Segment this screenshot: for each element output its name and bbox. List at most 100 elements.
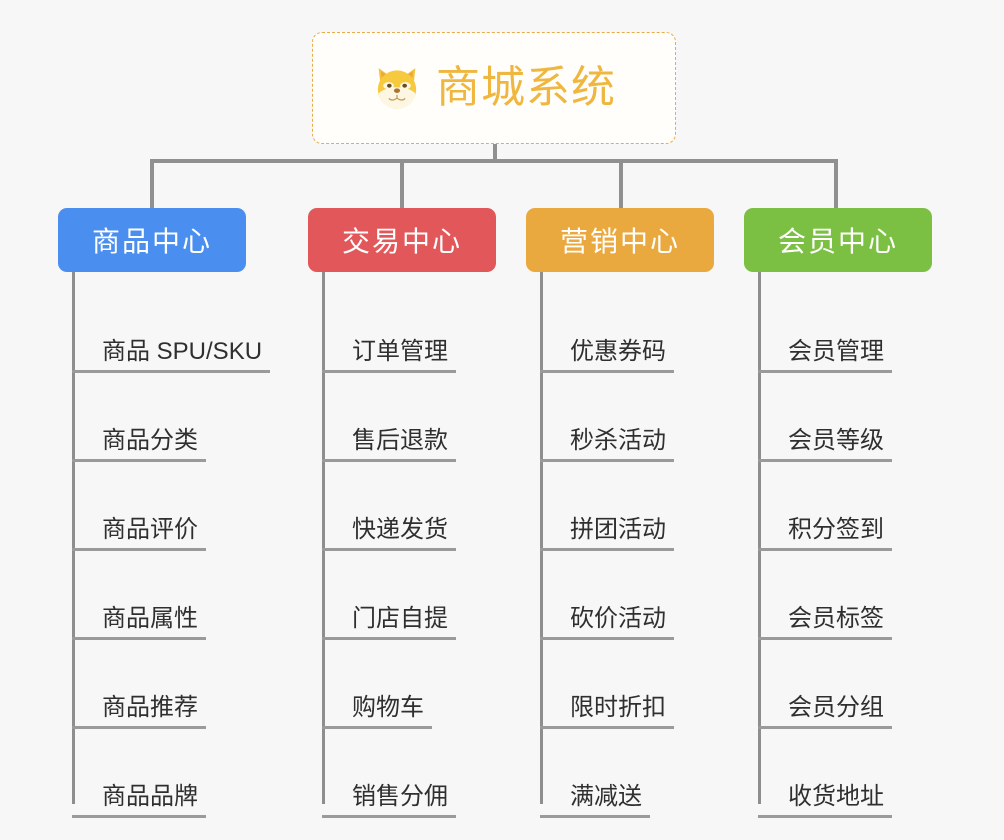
category-label: 会员中心	[777, 226, 898, 257]
list-item[interactable]: 会员分组	[758, 640, 932, 729]
leaf-rule	[540, 548, 674, 551]
list-item[interactable]: 商品 SPU/SKU	[72, 284, 270, 373]
leaf-label: 购物车	[352, 694, 424, 721]
leaf-rule	[758, 815, 892, 818]
leaf-rule	[758, 548, 892, 551]
leaf-list-product: 商品 SPU/SKU 商品分类 商品评价 商品属性 商品推荐 商品品牌	[72, 272, 270, 818]
leaf-rule	[758, 637, 892, 640]
leaf-rule	[758, 726, 892, 729]
leaf-rule	[322, 548, 456, 551]
leaf-label: 优惠券码	[570, 338, 666, 365]
leaf-label: 商品评价	[102, 516, 198, 543]
leaf-rule	[322, 370, 456, 373]
list-item[interactable]: 购物车	[322, 640, 496, 729]
list-item[interactable]: 订单管理	[322, 284, 496, 373]
leaf-label: 门店自提	[352, 605, 448, 632]
leaf-rule	[540, 370, 674, 373]
list-item[interactable]: 会员管理	[758, 284, 932, 373]
list-item[interactable]: 商品分类	[72, 373, 266, 462]
list-item[interactable]: 砍价活动	[540, 551, 714, 640]
leaf-label: 快递发货	[352, 516, 448, 543]
category-label: 交易中心	[341, 226, 462, 257]
leaf-label: 会员等级	[788, 427, 884, 454]
connector-drop-trade	[400, 159, 404, 209]
leaf-label: 商品推荐	[102, 694, 198, 721]
leaf-rule	[72, 815, 206, 818]
category-label: 商品中心	[91, 226, 212, 257]
column-member: 会员中心 会员管理 会员等级 积分签到 会员标签 会员分组	[744, 208, 932, 818]
leaf-label: 会员管理	[788, 338, 884, 365]
category-label: 营销中心	[559, 226, 680, 257]
root-node-title: 商城系统	[436, 63, 616, 112]
root-node-shop-system[interactable]: 商城系统	[312, 32, 676, 144]
list-item[interactable]: 门店自提	[322, 551, 496, 640]
leaf-label: 商品品牌	[102, 783, 198, 810]
connector-horizontal-bus	[150, 159, 838, 163]
leaf-rule	[758, 370, 892, 373]
leaf-label: 商品分类	[102, 427, 198, 454]
list-item[interactable]: 满减送	[540, 729, 714, 818]
list-item[interactable]: 会员标签	[758, 551, 932, 640]
leaf-list-marketing: 优惠券码 秒杀活动 拼团活动 砍价活动 限时折扣 满减送	[540, 272, 714, 818]
list-item[interactable]: 快递发货	[322, 462, 496, 551]
list-item[interactable]: 收货地址	[758, 729, 932, 818]
leaf-label: 商品属性	[102, 605, 198, 632]
leaf-label: 满减送	[570, 783, 642, 810]
leaf-spine	[758, 272, 761, 804]
connector-drop-member	[834, 159, 838, 209]
leaf-rule	[540, 459, 674, 462]
list-item[interactable]: 会员等级	[758, 373, 932, 462]
category-header-member[interactable]: 会员中心	[744, 208, 932, 272]
leaf-rule	[72, 548, 206, 551]
list-item[interactable]: 售后退款	[322, 373, 496, 462]
connector-root-stem	[493, 144, 497, 162]
leaf-label: 订单管理	[352, 338, 448, 365]
list-item[interactable]: 商品属性	[72, 551, 266, 640]
category-header-product[interactable]: 商品中心	[58, 208, 246, 272]
list-item[interactable]: 商品品牌	[72, 729, 266, 818]
column-trade: 交易中心 订单管理 售后退款 快递发货 门店自提 购物车	[308, 208, 496, 818]
list-item[interactable]: 优惠券码	[540, 284, 714, 373]
leaf-label: 限时折扣	[570, 694, 666, 721]
column-marketing: 营销中心 优惠券码 秒杀活动 拼团活动 砍价活动 限时折扣	[526, 208, 714, 818]
leaf-label: 秒杀活动	[570, 427, 666, 454]
column-product: 商品中心 商品 SPU/SKU 商品分类 商品评价 商品属性 商品推荐	[58, 208, 270, 818]
leaf-spine	[72, 272, 75, 804]
list-item[interactable]: 拼团活动	[540, 462, 714, 551]
leaf-list-member: 会员管理 会员等级 积分签到 会员标签 会员分组 收货地址	[758, 272, 932, 818]
leaf-label: 砍价活动	[570, 605, 666, 632]
leaf-rule	[72, 637, 206, 640]
leaf-rule	[540, 815, 650, 818]
leaf-label: 售后退款	[352, 427, 448, 454]
leaf-rule	[72, 459, 206, 462]
list-item[interactable]: 商品评价	[72, 462, 266, 551]
leaf-label: 销售分佣	[352, 783, 448, 810]
leaf-label: 商品 SPU/SKU	[102, 338, 263, 365]
list-item[interactable]: 积分签到	[758, 462, 932, 551]
leaf-rule	[322, 637, 456, 640]
leaf-label: 会员分组	[788, 694, 884, 721]
list-item[interactable]: 商品推荐	[72, 640, 266, 729]
shiba-dog-face-icon	[377, 68, 417, 109]
connector-drop-marketing	[619, 159, 623, 209]
leaf-rule	[322, 815, 456, 818]
leaf-rule	[758, 459, 892, 462]
leaf-rule	[540, 726, 674, 729]
leaf-rule	[72, 370, 270, 373]
category-header-trade[interactable]: 交易中心	[308, 208, 496, 272]
leaf-spine	[540, 272, 543, 804]
leaf-label: 会员标签	[788, 605, 884, 632]
list-item[interactable]: 秒杀活动	[540, 373, 714, 462]
leaf-label: 拼团活动	[570, 516, 666, 543]
category-header-marketing[interactable]: 营销中心	[526, 208, 714, 272]
leaf-list-trade: 订单管理 售后退款 快递发货 门店自提 购物车 销售分佣	[322, 272, 496, 818]
list-item[interactable]: 销售分佣	[322, 729, 496, 818]
connector-drop-product	[150, 159, 154, 209]
leaf-rule	[322, 459, 456, 462]
leaf-rule	[322, 726, 432, 729]
leaf-rule	[72, 726, 206, 729]
leaf-spine	[322, 272, 325, 804]
leaf-label: 积分签到	[788, 516, 884, 543]
list-item[interactable]: 限时折扣	[540, 640, 714, 729]
